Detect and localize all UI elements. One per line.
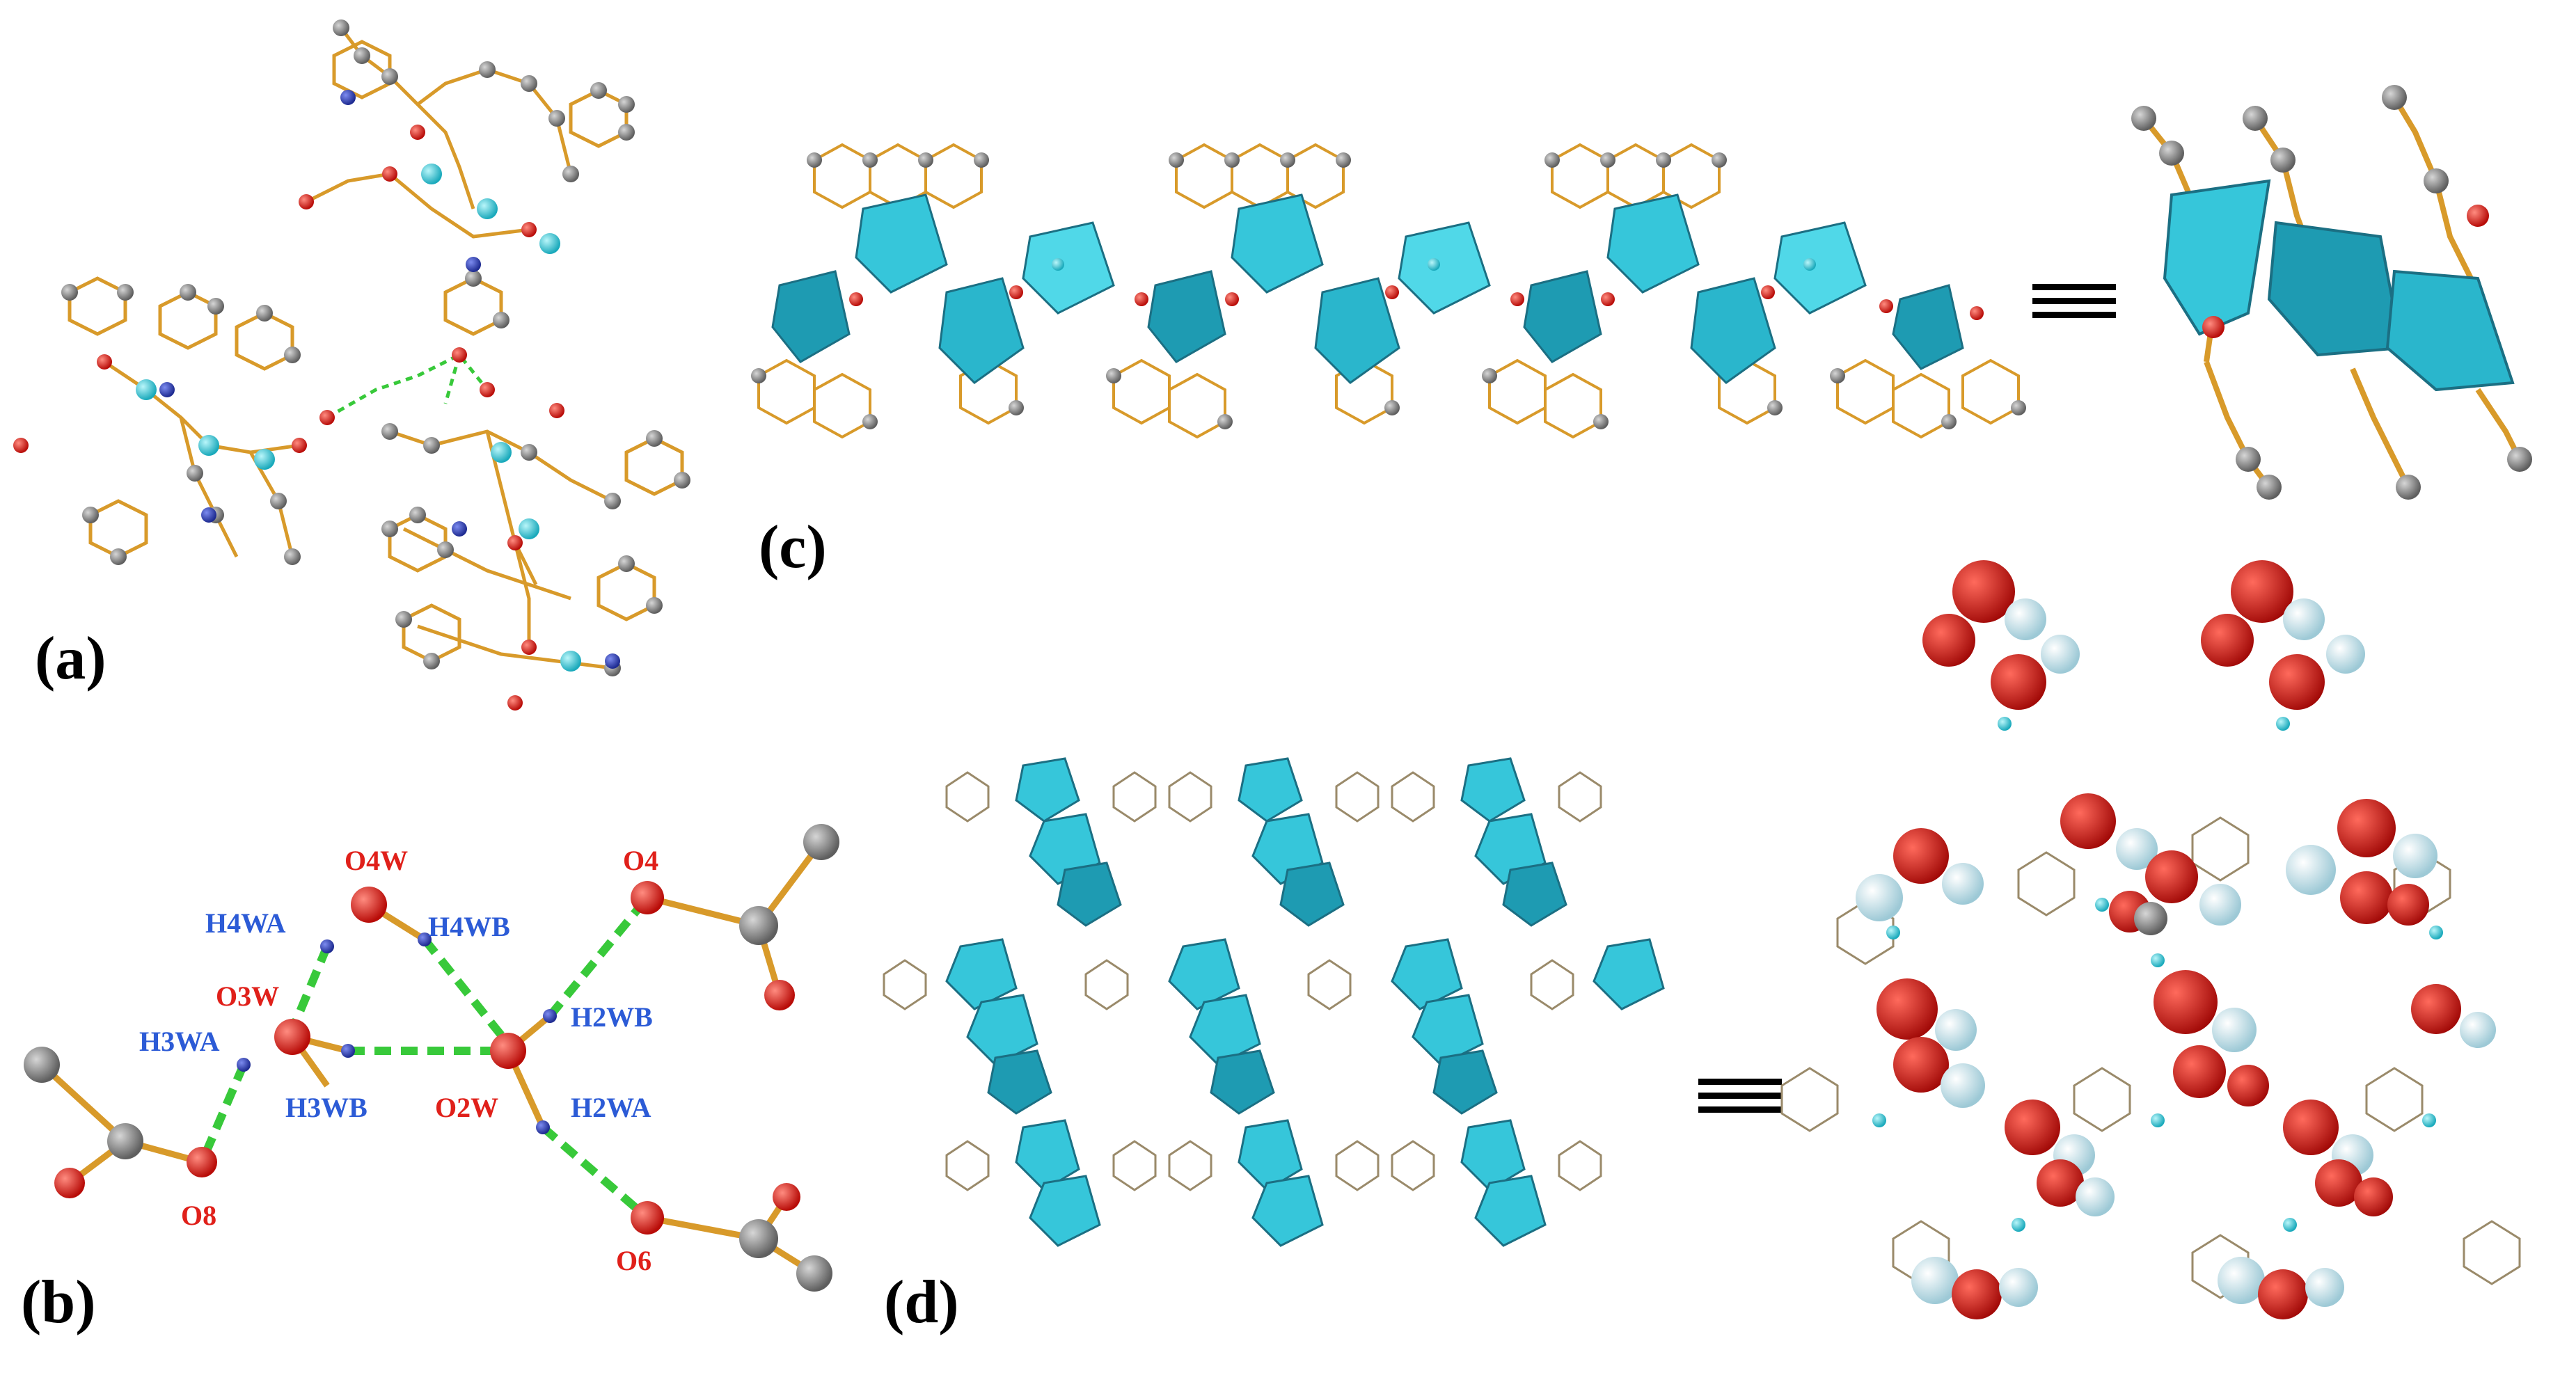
panel-c-atoms <box>751 152 2026 429</box>
label-h4wb: H4WB <box>428 911 510 942</box>
hydrogen-atom-h2wa <box>536 1120 550 1134</box>
label-o3w: O3W <box>216 981 279 1012</box>
label-h4wa: H4WA <box>205 907 286 939</box>
hydrogen-atom-h3wa <box>237 1058 251 1072</box>
carbon-atom <box>739 1219 778 1258</box>
panel-d-spacefill-packing <box>1780 560 2521 1319</box>
panel-d-label: (d) <box>884 1269 959 1336</box>
panel-c-zoomed-chain <box>2131 85 2532 500</box>
label-h2wb: H2WB <box>571 1001 653 1033</box>
oxygen-atom <box>764 980 795 1010</box>
label-o8: O8 <box>181 1200 216 1231</box>
hydrogen-atom-h4wb <box>418 932 432 946</box>
panel-b-atoms <box>24 824 839 1292</box>
oxygen-atom-o4w <box>351 887 387 923</box>
oxygen-atom-o4 <box>631 881 664 914</box>
carbon-atom <box>803 824 839 860</box>
label-o2w: O2W <box>435 1092 498 1123</box>
oxygen-atom-o8-partner <box>54 1168 85 1198</box>
label-h3wa: H3WA <box>139 1026 220 1057</box>
label-o4: O4 <box>623 845 658 876</box>
panel-a-atoms <box>13 19 690 711</box>
label-o6: O6 <box>616 1245 651 1276</box>
hydrogen-atom-h2wb <box>543 1009 557 1023</box>
panel-c-label: (c) <box>759 514 827 581</box>
carbon-atom <box>739 906 778 945</box>
panel-c-equiv-sign <box>2032 284 2116 318</box>
panel-a-molecule <box>68 26 684 670</box>
panel-c-polyhedra-chain <box>771 193 1964 384</box>
panel-a: (a) <box>13 19 690 711</box>
oxygen-atom <box>773 1183 800 1211</box>
hydrogen-atom-h3wb <box>341 1044 355 1058</box>
panel-b: O4W H4WA H4WB O3W H3WA H3WB O2W H2WB H2W… <box>21 824 839 1336</box>
hydrogen-atom-h4wa <box>320 939 334 953</box>
panel-d-packing-polyhedra <box>945 757 1665 1247</box>
panel-d-packing-ligands <box>883 771 1602 1191</box>
panel-a-label: (a) <box>35 625 106 692</box>
label-h2wa: H2WA <box>571 1092 651 1123</box>
panel-d-equiv-sign <box>1698 1079 1782 1113</box>
carbon-atom <box>24 1047 60 1083</box>
oxygen-atom-o6 <box>631 1201 664 1235</box>
panel-b-hbonds <box>198 895 651 1221</box>
label-h3wb: H3WB <box>285 1092 368 1123</box>
panel-c: (c) <box>751 85 2532 581</box>
panel-a-hbonds <box>326 352 489 420</box>
carbon-atom <box>107 1123 143 1159</box>
oxygen-atom-o8 <box>187 1147 217 1177</box>
panel-d: (d) <box>883 560 2521 1336</box>
oxygen-atom-o3w <box>274 1019 310 1055</box>
panel-b-bonds <box>39 840 824 1276</box>
oxygen-atom-o2w <box>490 1033 526 1069</box>
carbon-atom <box>796 1255 832 1292</box>
panel-b-label: (b) <box>21 1269 96 1336</box>
label-o4w: O4W <box>345 845 408 876</box>
